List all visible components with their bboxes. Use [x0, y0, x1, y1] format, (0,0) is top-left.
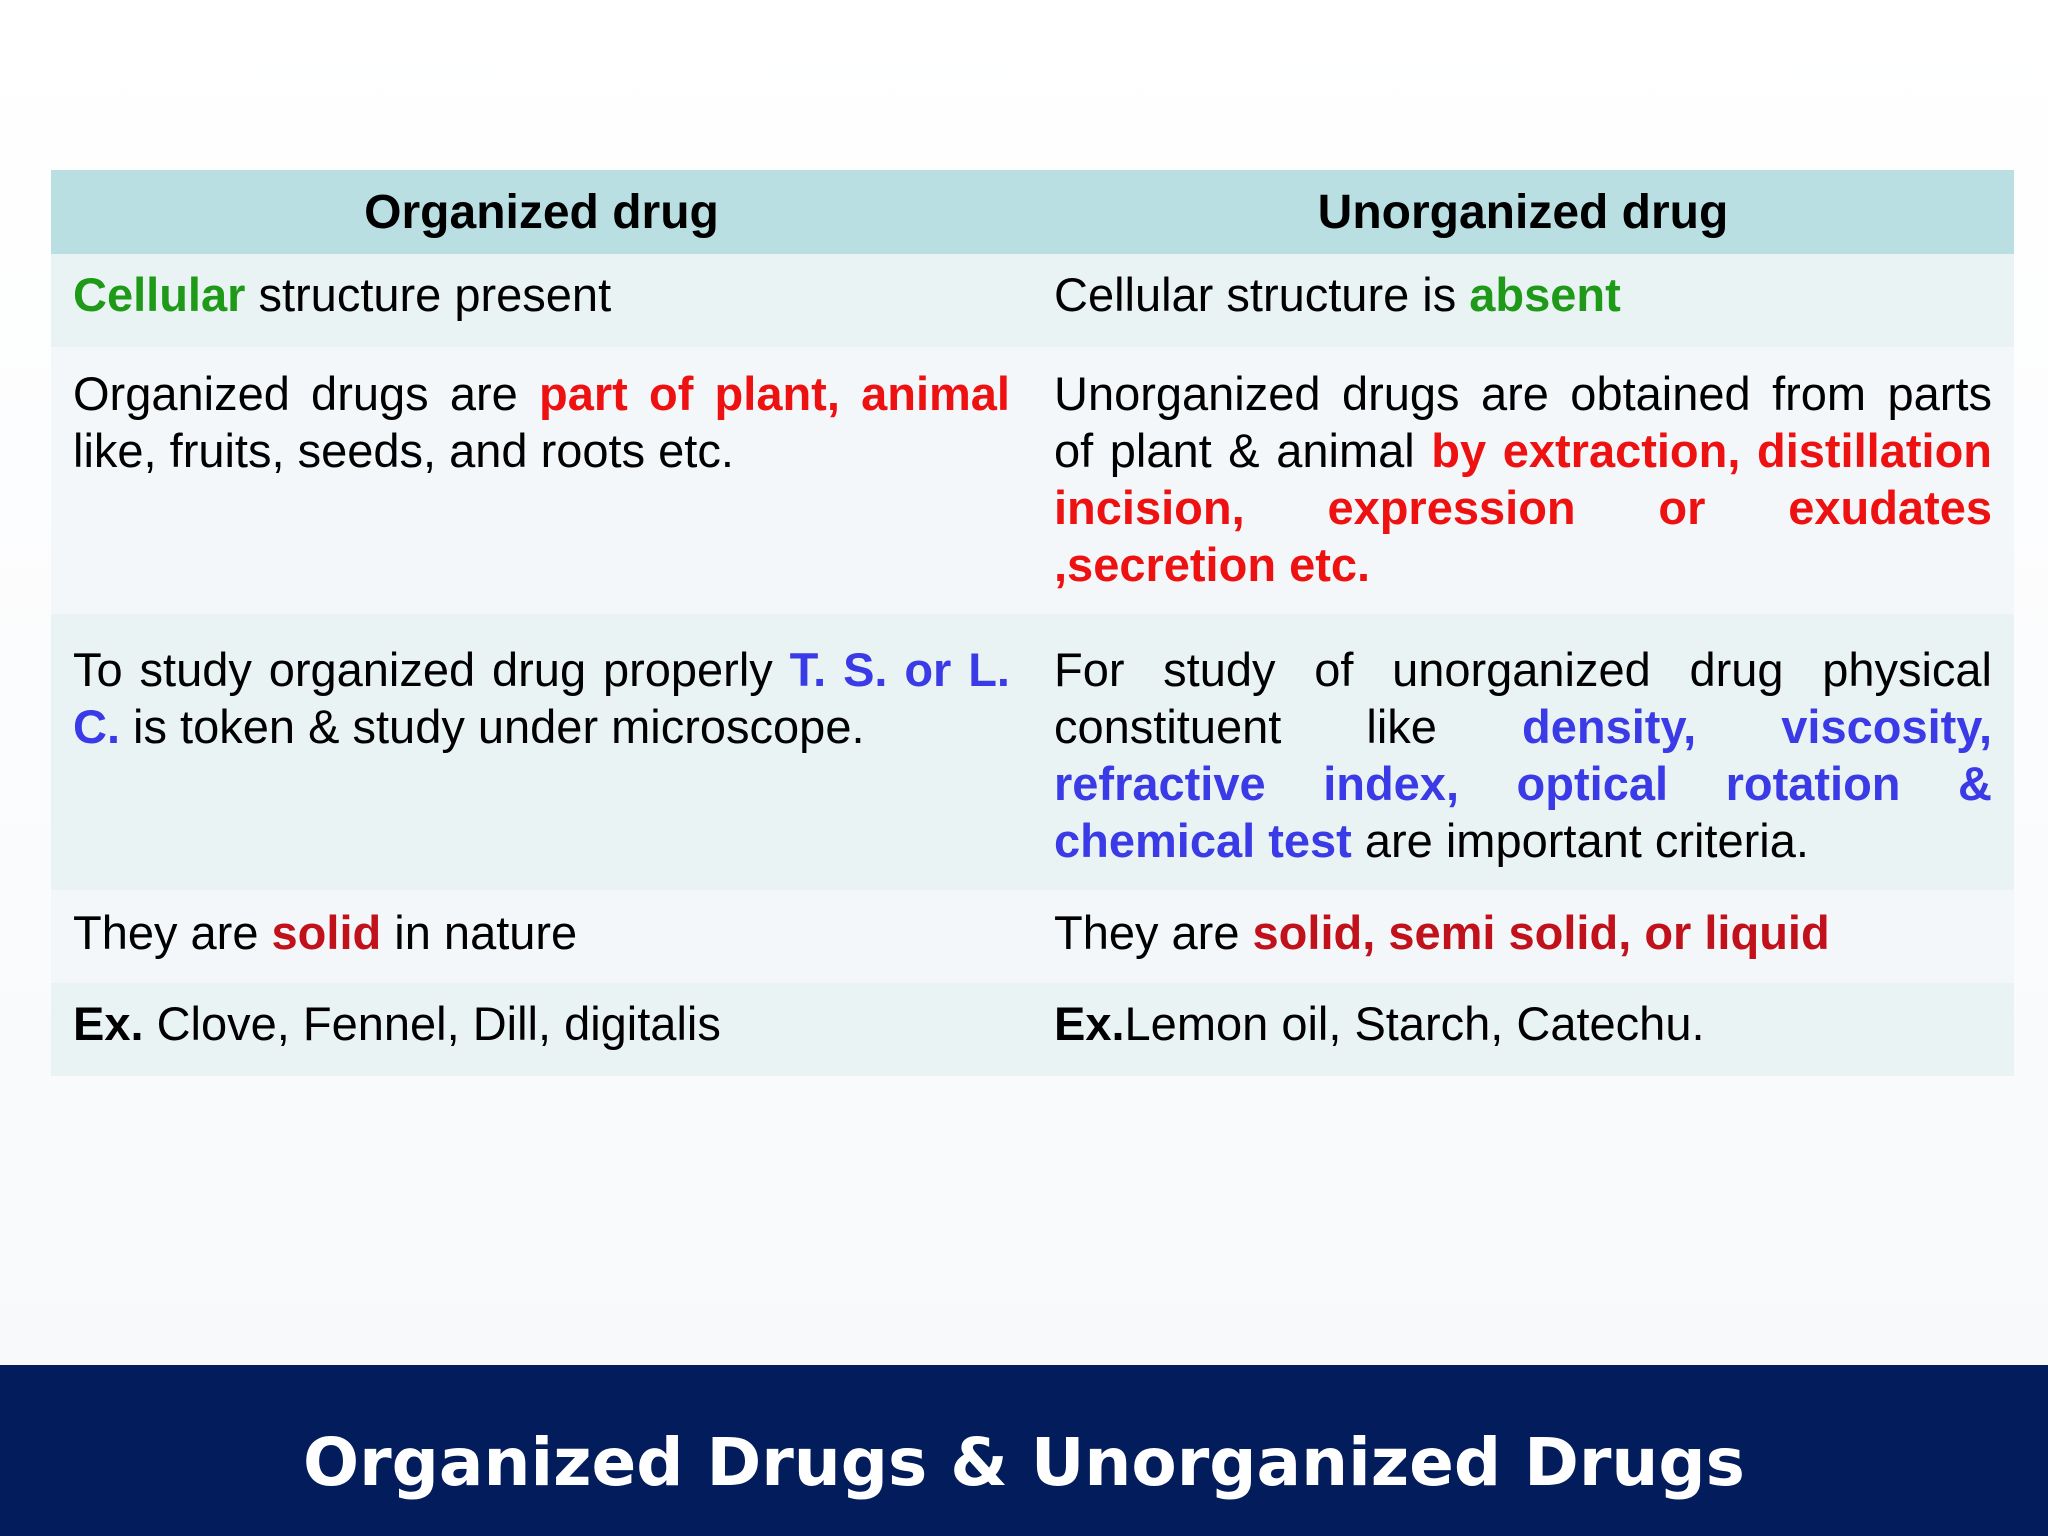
cell-organized: Cellular structure present: [51, 254, 1032, 347]
cell-text: solid: [271, 906, 382, 959]
cell-unorganized: Unorganized drugs are obtained from part…: [1032, 347, 2014, 614]
table-row: To study organized drug properly T. S. o…: [51, 614, 2014, 890]
cell-text: Lemon oil, Starch, Catechu.: [1124, 997, 1705, 1050]
cell-organized: They are solid in nature: [51, 890, 1032, 983]
cell-text: part of plant, animal: [538, 367, 1010, 420]
cell-text: in nature: [381, 906, 578, 959]
table-row: Cellular structure present Cellular stru…: [51, 254, 2014, 347]
header-unorganized-drug: Unorganized drug: [1032, 170, 2014, 254]
cell-text: Ex.: [73, 997, 144, 1050]
cell-text: structure present: [245, 268, 612, 321]
cell-text: absent: [1469, 268, 1621, 321]
footer-banner: Organized Drugs & Unorganized Drugs: [0, 1365, 2048, 1536]
cell-text: For study of unorganized drug physical c…: [1054, 643, 1992, 753]
cell-unorganized: Ex.Lemon oil, Starch, Catechu.: [1032, 983, 2014, 1076]
cell-organized: To study organized drug properly T. S. o…: [51, 614, 1032, 890]
cell-unorganized: Cellular structure is absent: [1032, 254, 2014, 347]
cell-text: density, viscosity, refractive index, op…: [1054, 700, 1993, 867]
cell-text: They are: [1054, 906, 1253, 959]
cell-text: like, fruits, seeds, and roots etc.: [73, 424, 734, 477]
cell-organized: Organized drugs are part of plant, anima…: [51, 347, 1032, 614]
cell-text: They are: [73, 906, 272, 959]
cell-text: Ex.: [1054, 997, 1125, 1050]
cell-text: solid, semi solid, or liquid: [1252, 906, 1830, 959]
cell-text: is token & study under microscope.: [120, 700, 865, 753]
cell-text: To study organized drug properly: [73, 643, 790, 696]
table-header-row: Organized drug Unorganized drug: [51, 170, 2014, 254]
cell-unorganized: For study of unorganized drug physical c…: [1032, 614, 2014, 890]
header-organized-drug: Organized drug: [51, 170, 1032, 254]
cell-text: T. S. or L. C.: [73, 643, 1010, 753]
table-row: Organized drugs are part of plant, anima…: [51, 347, 2014, 614]
cell-text: Organized drugs are: [73, 367, 539, 420]
cell-text: Cellular structure is: [1054, 268, 1470, 321]
cell-text: Unorganized drugs are obtained from part…: [1054, 367, 1992, 477]
comparison-table: Organized drug Unorganized drug Cellular…: [51, 170, 2014, 1076]
cell-text: by extraction, distillation incision, ex…: [1054, 424, 1992, 591]
cell-organized: Ex. Clove, Fennel, Dill, digitalis: [51, 983, 1032, 1076]
cell-text: are important criteria.: [1351, 814, 1809, 867]
cell-text: Cellular: [73, 268, 246, 321]
table-row: They are solid in nature They are solid,…: [51, 890, 2014, 983]
cell-unorganized: They are solid, semi solid, or liquid: [1032, 890, 2014, 983]
slide-title: Organized Drugs & Unorganized Drugs: [303, 1424, 1745, 1501]
table-row: Ex. Clove, Fennel, Dill, digitalis Ex.Le…: [51, 983, 2014, 1076]
cell-text: Clove, Fennel, Dill, digitalis: [143, 997, 721, 1050]
